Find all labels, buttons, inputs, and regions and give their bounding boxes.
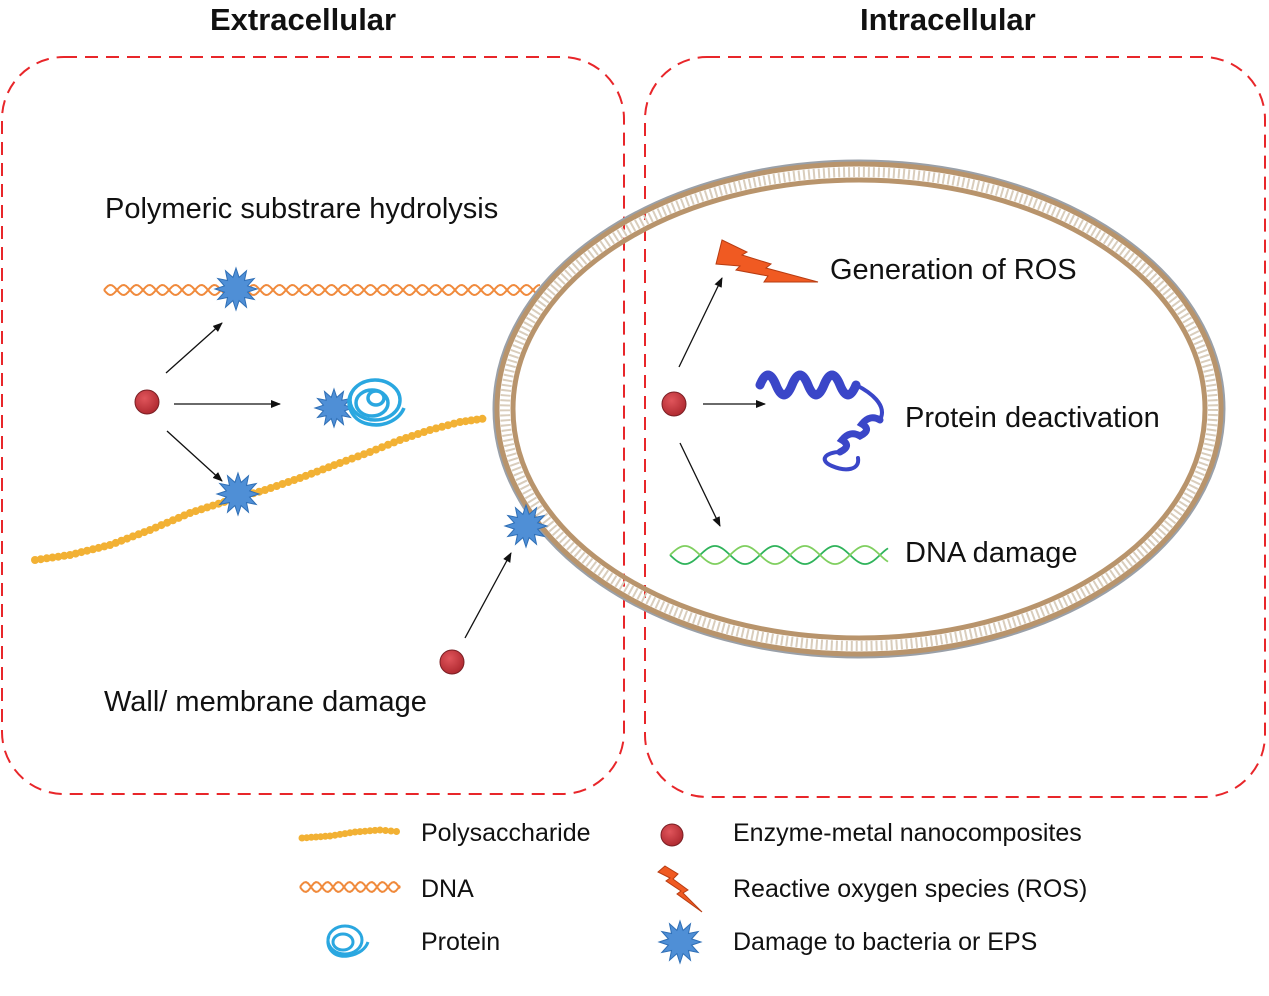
polysaccharide-bead [478,414,487,423]
polysaccharide-bead [366,827,374,835]
hydrolysis-label: Polymeric substrare hydrolysis [105,193,499,225]
polysaccharide-bead [438,422,446,431]
protein-coil-icon [347,378,406,427]
polysaccharide-bead [432,424,440,433]
wall-damage-label: Wall/ membrane damage [104,686,427,718]
nanocomposite-dot-hydrolysis [134,389,160,415]
polysaccharide-bead [384,440,392,449]
polysaccharide-bead [450,419,458,428]
polysaccharide-bead [378,443,386,452]
legend-damage-label: Damage to bacteria or EPS [733,928,1038,956]
polysaccharide-chain-icon [298,826,400,842]
intracellular-region [644,56,1266,798]
damage-star-membrane [503,503,549,549]
polysaccharide-bead [356,828,364,836]
damage-star-protein [313,387,355,429]
lightning-bolt-icon [657,865,703,913]
damage-star-icon [657,919,703,965]
protein-ribbon-icon [755,370,884,472]
dna-helix-icon [299,881,401,893]
legend-ros-label: Reactive oxygen species (ROS) [733,875,1088,903]
extracellular-dna-helix [103,283,541,297]
nanocomposite-dot-icon [660,823,684,847]
damage-star-dna [213,266,259,312]
polysaccharide-bead [342,456,350,465]
polysaccharide-bead [36,555,45,564]
extracellular-title: Extracellular [210,2,397,37]
arrow-to-membrane [464,552,512,639]
arrows [165,277,766,639]
protein-coil-icon [326,924,370,958]
polysaccharide-bead [348,454,356,463]
polysaccharide-bead [426,426,434,434]
ros-lightning-bolt [715,239,819,283]
dna-damage-label: DNA damage [905,537,1078,569]
cell-membrane [492,159,1226,659]
nanocomposite-dot-intracellular [661,391,687,417]
legend-protein-label: Protein [421,928,501,956]
polysaccharide-bead [372,445,380,454]
arrow-to-polysaccharide [166,430,223,482]
legend-nanocomposite-label: Enzyme-metal nanocomposites [733,819,1082,847]
polysaccharide-bead [361,827,369,835]
intracellular-title: Intracellular [860,2,1036,37]
polysaccharide-bead [54,552,63,561]
legend-polysaccharide-label: Polysaccharide [421,819,591,847]
polysaccharide-bead [444,421,452,430]
protein-deactivation-label: Protein deactivation [905,402,1160,434]
polysaccharide-bead [382,827,389,834]
polysaccharide-bead [393,828,400,835]
polysaccharide-bead [354,452,362,461]
legend-dna-label: DNA [421,875,474,903]
ros-label: Generation of ROS [830,254,1077,286]
polysaccharide-bead [371,826,379,834]
arrow-to-dna-damage [679,442,721,527]
extracellular-region [1,56,625,795]
polysaccharide-bead [390,438,398,447]
polysaccharide-bead [360,450,368,459]
polysaccharide-bead [376,826,384,834]
intracellular-dna-helix [669,545,889,565]
polysaccharide-chain [31,414,487,564]
arrow-to-ros [678,277,723,368]
damage-star-polysaccharide [215,471,261,517]
polysaccharide-bead [351,828,359,836]
polysaccharide-bead [336,459,344,467]
nanocomposite-dot-membrane [439,649,465,675]
arrow-to-dna [165,322,223,374]
polysaccharide-bead [366,448,374,456]
polysaccharide-bead [387,827,395,835]
